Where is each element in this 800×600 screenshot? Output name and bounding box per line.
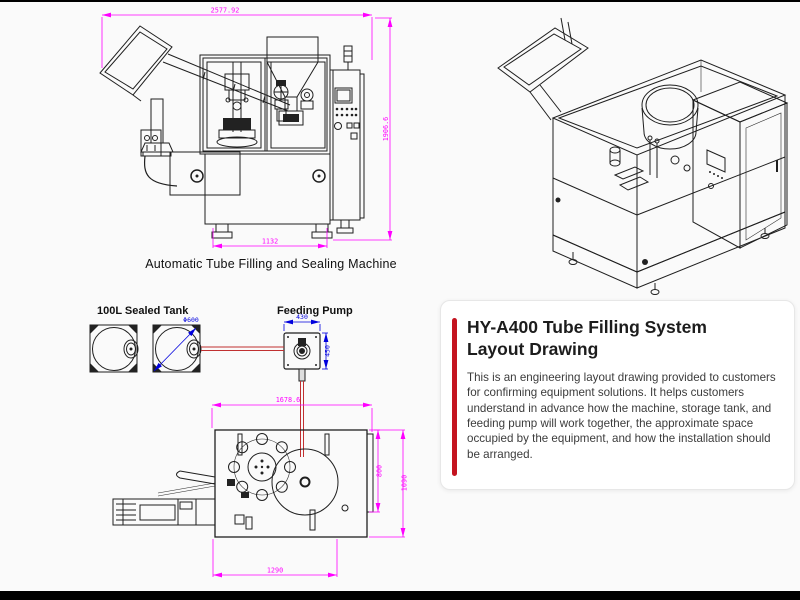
card-body: This is an engineering layout drawing pr…	[467, 370, 776, 461]
tank-diameter-dimension	[153, 327, 197, 372]
dim-machine-depth-inner: 800	[376, 465, 384, 477]
dim-machine-base-length: 1290	[267, 567, 283, 575]
layout-dimensions	[211, 402, 406, 578]
front-view-machine	[99, 25, 365, 239]
pump-dimensions	[283, 319, 329, 370]
dim-machine-length: 1678.6	[276, 396, 301, 404]
dim-tank-diameter: Φ600	[183, 316, 199, 324]
red-accent-bar	[452, 318, 457, 476]
front-view-dimensions	[101, 12, 393, 249]
front-view-caption: Automatic Tube Filling and Sealing Machi…	[145, 257, 397, 271]
control-buttons	[335, 107, 358, 117]
dim-overall-height: 1906.6	[382, 117, 390, 142]
card-title: HY-A400 Tube Filling System Layout Drawi…	[467, 317, 707, 360]
dim-machine-depth-overall: 1090	[401, 475, 409, 491]
dim-pump-depth: 450	[324, 345, 332, 357]
dim-overall-width: 2577.92	[211, 7, 240, 15]
bottom-letterbox-bar	[0, 591, 800, 600]
sealed-tanks	[89, 324, 202, 373]
feeding-pipes	[201, 346, 304, 457]
top-letterbox-bar	[0, 0, 800, 2]
isometric-machine	[497, 17, 789, 295]
tank-label: 100L Sealed Tank	[97, 305, 189, 317]
layout-view-drawing: 100L Sealed Tank Feeding Pump Φ600 430 4…	[89, 305, 409, 578]
machine-top-view	[112, 429, 374, 538]
feeding-pump	[283, 332, 321, 382]
dim-base-width: 1132	[262, 238, 278, 246]
isometric-view-drawing	[497, 17, 789, 295]
pump-label: Feeding Pump	[277, 305, 353, 317]
info-card: HY-A400 Tube Filling System Layout Drawi…	[440, 300, 795, 490]
dim-pump-width: 430	[296, 313, 308, 321]
front-view-drawing: 2577.92 1906.6 1132	[99, 7, 393, 249]
